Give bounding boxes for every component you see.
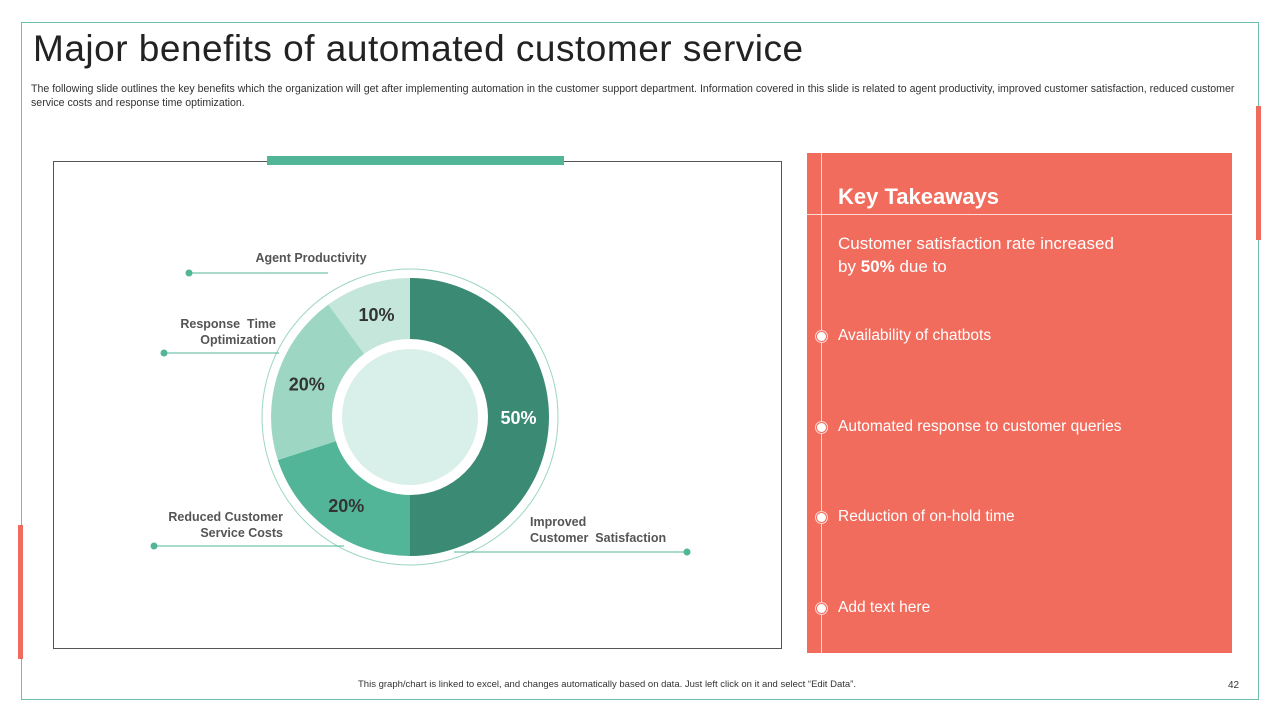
footer-note: This graph/chart is linked to excel, and… [358,679,856,690]
slice-value-label: 20% [289,374,325,394]
panel-title: Key Takeaways [838,184,1000,209]
slice-category-label: Customer Satisfaction [530,531,666,545]
page-subtitle: The following slide outlines the key ben… [31,83,1235,109]
panel-timeline-line [821,153,822,653]
donut-center [342,349,478,485]
slide-frame [21,22,1259,700]
slice-value-label: 10% [358,305,394,325]
left-accent-bar [18,525,23,659]
takeaway-item: Availability of chatbots [807,327,1227,347]
donut-chart[interactable]: 50% 20% 20% 10% Agent ProductivityResponse … [54,162,783,650]
bullet-dot-icon [816,603,827,614]
takeaway-item-text: Add text here [838,599,931,616]
chart-top-accent-bar [267,156,564,165]
slice-category-label: Agent Productivity [255,251,366,265]
donut-slice[interactable] [271,304,365,460]
intro-by: by [838,257,861,276]
takeaway-item-text: Reduction of on-hold time [838,508,1015,525]
leader-dot-icon [185,269,193,277]
leader-dot-icon [160,349,168,357]
takeaway-item: Add text here [807,599,1227,619]
donut-outer-ring [261,268,559,566]
takeaway-item-text: Availability of chatbots [838,327,992,344]
intro-value: 50% [860,257,895,276]
key-takeaways-panel: Key Takeaways Customer satisfaction rate… [807,153,1232,653]
slice-category-label: Service Costs [200,526,283,540]
page-title: Major benefits of automated customer ser… [33,28,804,69]
donut-slice[interactable] [328,278,410,354]
donut-slice[interactable] [410,278,549,556]
takeaway-item: Reduction of on-hold time [807,508,1227,528]
bullet-dot-icon [816,422,827,433]
panel-divider [807,214,1232,215]
panel-intro: Customer satisfaction rate increased by 5… [838,232,1178,278]
intro-line-1: Customer satisfaction rate increased [838,234,1114,253]
slice-value-label: 20% [328,496,364,516]
intro-after: due to [894,257,947,276]
slice-category-label: Improved [530,515,586,529]
slice-value-label: 50% [500,408,536,428]
slice-category-label: Response Time [180,317,276,331]
right-accent-bar [1256,106,1261,240]
takeaway-item: Automated response to customer queries [807,418,1227,438]
leader-dot-icon [150,542,158,550]
page-number: 42 [1228,680,1240,691]
leader-dot-icon [683,548,691,556]
bullet-dot-icon [816,512,827,523]
takeaway-item-text: Automated response to customer queries [838,418,1122,435]
slice-category-label: Reduced Customer [168,510,283,524]
slice-category-label: Optimization [200,333,276,347]
donut-slice[interactable] [277,441,410,556]
bullet-dot-icon [816,331,827,342]
